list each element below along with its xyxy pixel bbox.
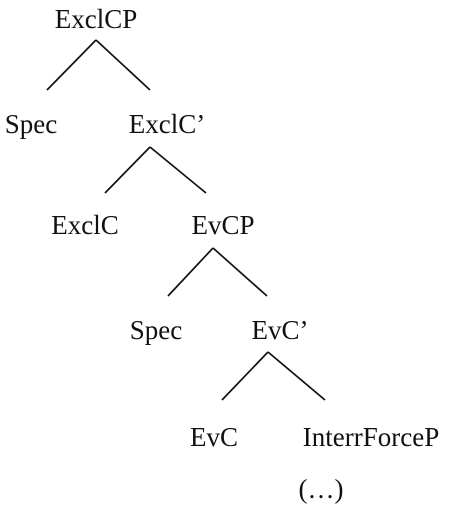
node-exclcp: ExclCP: [54, 4, 138, 34]
edge-exclc-bar-evcp: [149, 146, 207, 194]
edge-exclc-bar-exclc: [104, 146, 151, 194]
node-spec-2: Spec: [129, 315, 183, 345]
edge-evc-bar-evc: [221, 351, 269, 401]
node-exclc-bar: ExclC’: [128, 109, 206, 139]
edge-exclcp-exclc-bar: [95, 39, 151, 91]
node-evc-bar: EvC’: [251, 315, 309, 345]
node-evc: EvC: [189, 422, 239, 452]
edge-evcp-spec: [167, 247, 214, 297]
edge-evcp-evc-bar: [212, 247, 268, 297]
node-interrforcep: InterrForceP: [302, 422, 440, 452]
edge-evc-bar-interrforcep: [267, 351, 326, 401]
node-evcp: EvCP: [191, 210, 255, 240]
node-spec-1: Spec: [4, 109, 58, 139]
edge-exclcp-spec: [46, 39, 97, 91]
node-ellipsis: (…): [298, 474, 344, 504]
node-exclc: ExclC: [51, 210, 119, 240]
